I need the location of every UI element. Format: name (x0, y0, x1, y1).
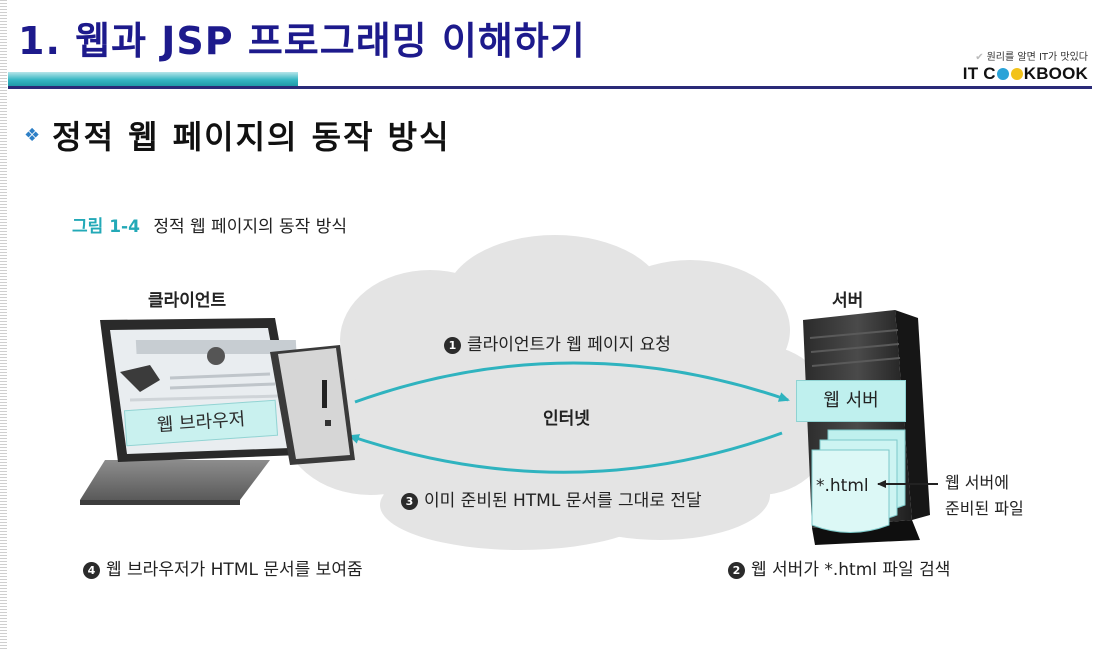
step-2-number-icon: 2 (728, 562, 745, 579)
web-server-label: 웹 서버 (823, 390, 879, 411)
brand-tagline: ✔원리를 알면 IT가 맛있다 (975, 52, 1088, 63)
step-3-number-icon: 3 (401, 493, 418, 510)
file-note: 웹 서버에 준비된 파일 (945, 470, 1024, 522)
left-rail-decoration (0, 0, 7, 651)
step-3-text: 이미 준비된 HTML 문서를 그대로 전달 (424, 491, 702, 511)
internet-label: 인터넷 (543, 409, 590, 429)
step-1-text: 클라이언트가 웹 페이지 요청 (467, 335, 671, 355)
figure-caption: 그림 1-4 정적 웹 페이지의 동작 방식 (72, 212, 347, 237)
diamond-bullet-icon: ❖ (24, 124, 41, 146)
step-1-number-icon: 1 (444, 337, 461, 354)
html-file-stack (811, 429, 906, 533)
title-underline (8, 86, 1092, 89)
step-4: 4 웹 브라우저가 HTML 문서를 보여줌 (83, 555, 363, 580)
figure-caption-text: 정적 웹 페이지의 동작 방식 (153, 217, 347, 237)
section-heading: 정적 웹 페이지의 동작 방식 (52, 118, 451, 156)
figure-caption-number: 그림 1-4 (72, 217, 140, 237)
response-arrow (348, 431, 783, 474)
step-1: 1 클라이언트가 웹 페이지 요청 (444, 330, 671, 355)
browser-label: 웹 브라우저 (156, 408, 246, 437)
step-2: 2 웹 서버가 *.html 파일 검색 (728, 555, 950, 580)
file-note-line-1: 웹 서버에 (945, 473, 1009, 492)
section-heading-row: ❖ 정적 웹 페이지의 동작 방식 (24, 112, 451, 158)
web-server-box: 웹 서버 (796, 380, 906, 422)
request-arrow (354, 361, 790, 404)
step-4-number-icon: 4 (83, 562, 100, 579)
checkmark-icon: ✔ (975, 52, 984, 63)
html-file-label: *.html (816, 476, 869, 496)
title-accent-bar (8, 72, 298, 86)
server-label: 서버 (832, 291, 864, 311)
file-note-line-2: 준비된 파일 (945, 499, 1024, 518)
step-3: 3 이미 준비된 HTML 문서를 그대로 전달 (401, 486, 702, 511)
logo-dot-blue-icon (996, 68, 1009, 80)
client-label: 클라이언트 (148, 291, 227, 311)
slide-title: 1. 웹과 JSP 프로그래밍 이해하기 (18, 19, 586, 63)
logo-dot-yellow-icon (1010, 68, 1023, 80)
step-2-text: 웹 서버가 *.html 파일 검색 (751, 560, 951, 580)
step-4-text: 웹 브라우저가 HTML 문서를 보여줌 (106, 560, 363, 580)
